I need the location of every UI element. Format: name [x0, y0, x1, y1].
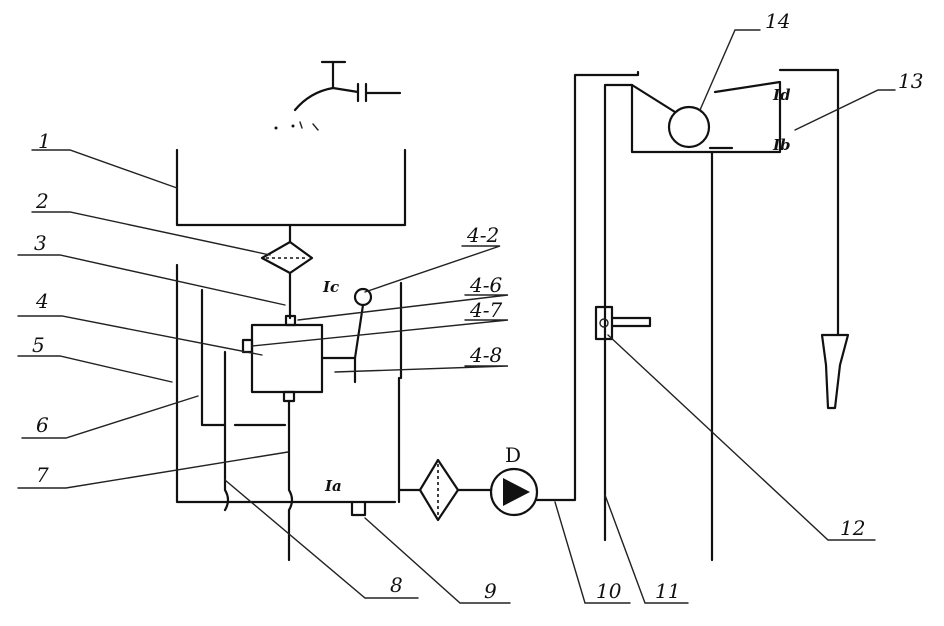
label-4-8: 4-8	[469, 343, 502, 367]
tag-id: Id	[772, 86, 791, 104]
motor-14	[667, 105, 711, 149]
wall-6	[200, 288, 287, 427]
pipe-11	[603, 83, 634, 542]
label-3: 3	[34, 231, 47, 255]
label-12: 12	[840, 516, 865, 540]
label-14: 14	[765, 9, 790, 33]
label-2: 2	[35, 189, 49, 213]
filter-2	[260, 223, 314, 320]
label-7: 7	[36, 463, 49, 487]
label-6: 6	[36, 413, 49, 437]
label-10: 10	[596, 579, 622, 603]
filter-pump-inlet	[397, 458, 492, 522]
label-4-6: 4-6	[469, 273, 502, 297]
right-wall	[397, 281, 403, 504]
tank-1	[175, 148, 407, 227]
label-4: 4	[35, 289, 49, 313]
spray-head-13	[778, 68, 850, 410]
leader-lines	[17, 29, 896, 604]
switch-symbol	[274, 60, 402, 131]
label-11: 11	[655, 579, 680, 603]
label-8: 8	[390, 573, 403, 597]
pump-d	[489, 70, 640, 517]
tag-ic: Ic	[322, 278, 339, 296]
outer-frame-5	[175, 263, 397, 504]
fitting-12	[594, 305, 652, 341]
pump-label-d: D	[505, 443, 521, 467]
label-4-7: 4-7	[469, 298, 502, 322]
tag-ia: Ia	[324, 477, 342, 495]
label-9: 9	[484, 579, 497, 603]
label-4-2: 4-2	[466, 223, 499, 247]
label-13: 13	[898, 69, 923, 93]
head-unit	[630, 80, 782, 154]
tag-ib: Ib	[772, 136, 791, 154]
label-5: 5	[32, 333, 45, 357]
valve-body-4	[223, 287, 373, 562]
label-1: 1	[38, 129, 51, 153]
outlet-9	[350, 500, 367, 517]
